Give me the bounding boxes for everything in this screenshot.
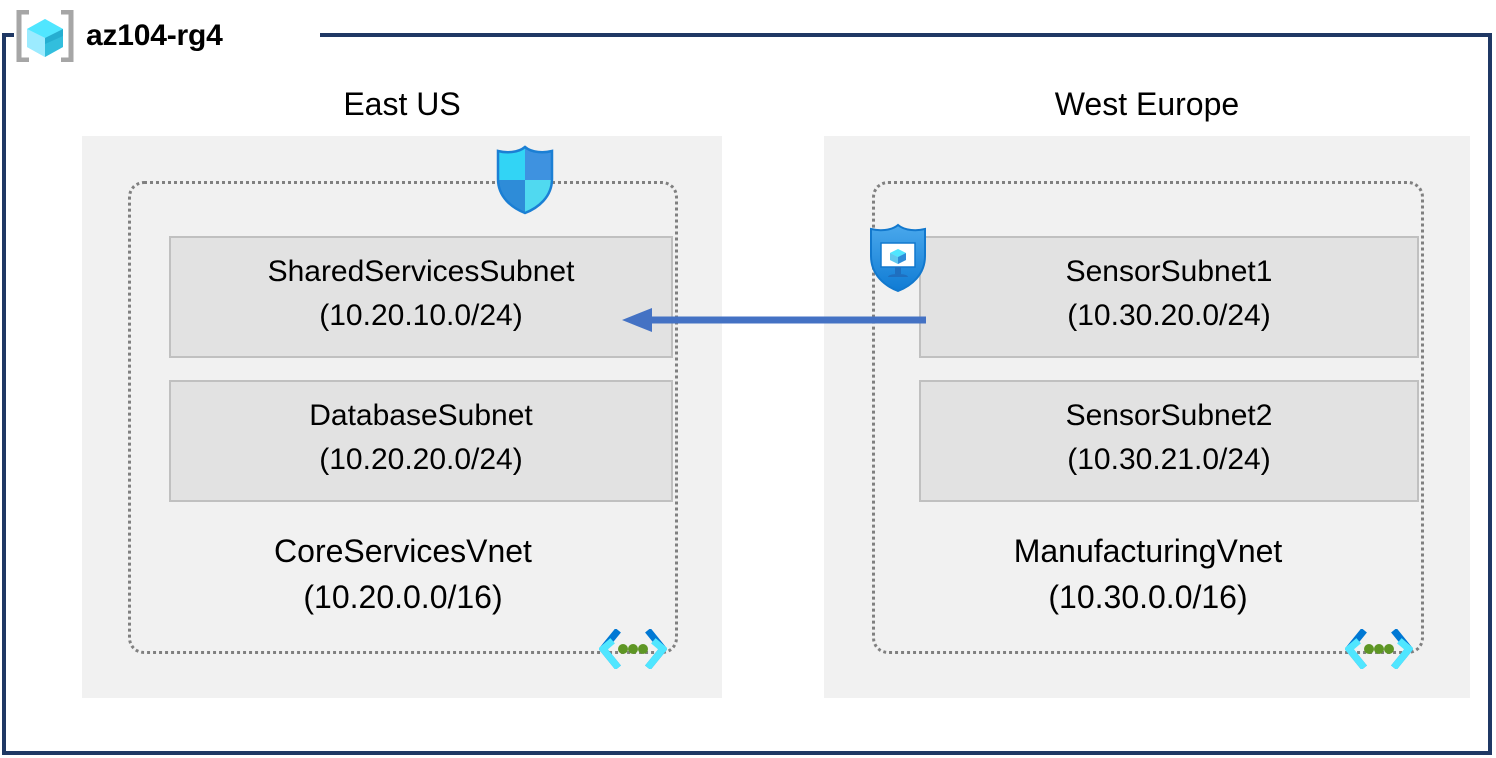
vnet-name: CoreServicesVnet — [274, 533, 532, 569]
region-label-east-us: East US — [343, 86, 461, 122]
subnet-name: SensorSubnet2 — [1065, 399, 1273, 432]
subnet-database[interactable]: DatabaseSubnet (10.20.20.0/24) — [169, 380, 673, 502]
region-box-east-us: SharedServicesSubnet (10.20.10.0/24) Dat… — [82, 136, 722, 698]
vnet-caption-core-services: CoreServicesVnet (10.20.0.0/16) — [131, 528, 675, 620]
region-box-west-europe: SensorSubnet1 (10.30.20.0/24) SensorSubn… — [824, 136, 1470, 698]
subnet-name: SharedServicesSubnet — [267, 255, 575, 288]
subnet-shared-services[interactable]: SharedServicesSubnet (10.20.10.0/24) — [169, 236, 673, 358]
network-security-group-shield-icon — [494, 145, 556, 215]
subnet-cidr: (10.20.10.0/24) — [319, 299, 523, 332]
resource-group-name: az104-rg4 — [86, 19, 223, 52]
vnet-name: ManufacturingVnet — [1013, 533, 1283, 569]
subnet-name: DatabaseSubnet — [309, 399, 533, 432]
subnet-cidr: (10.30.20.0/24) — [1067, 299, 1271, 332]
subnet-cidr: (10.30.21.0/24) — [1067, 443, 1271, 476]
resource-group-header: az104-rg4 — [14, 6, 229, 66]
resource-group-frame-top-right — [320, 33, 1492, 37]
vnet-peering-arrow[interactable] — [618, 300, 930, 340]
vnet-manufacturing[interactable]: SensorSubnet1 (10.30.20.0/24) SensorSubn… — [872, 181, 1424, 670]
subnet-sensor-1[interactable]: SensorSubnet1 (10.30.20.0/24) — [919, 236, 1419, 358]
vnet-cidr: (10.20.0.0/16) — [303, 579, 503, 615]
virtual-network-icon — [1344, 628, 1414, 670]
resource-group-frame — [2, 35, 1492, 755]
vnet-core-services[interactable]: SharedServicesSubnet (10.20.10.0/24) Dat… — [128, 181, 678, 670]
vnet-cidr: (10.30.0.0/16) — [1048, 579, 1248, 615]
subnet-cidr: (10.20.20.0/24) — [319, 443, 523, 476]
vnet-caption-manufacturing: ManufacturingVnet (10.30.0.0/16) — [875, 528, 1421, 620]
region-label-west-europe: West Europe — [1054, 86, 1240, 122]
region-west-europe: West Europe SensorSubnet1 (10.30.20.0/24… — [824, 80, 1470, 698]
virtual-network-icon — [598, 628, 668, 670]
resource-group-frame-top-left — [2, 33, 18, 37]
subnet-name: SensorSubnet1 — [1065, 255, 1273, 288]
subnet-sensor-2[interactable]: SensorSubnet2 (10.30.21.0/24) — [919, 380, 1419, 502]
bastion-shield-monitor-icon — [866, 222, 930, 294]
region-east-us: East US SharedServicesSubnet (10.20.10.0… — [82, 80, 722, 698]
resource-group-cube-icon — [14, 10, 76, 62]
